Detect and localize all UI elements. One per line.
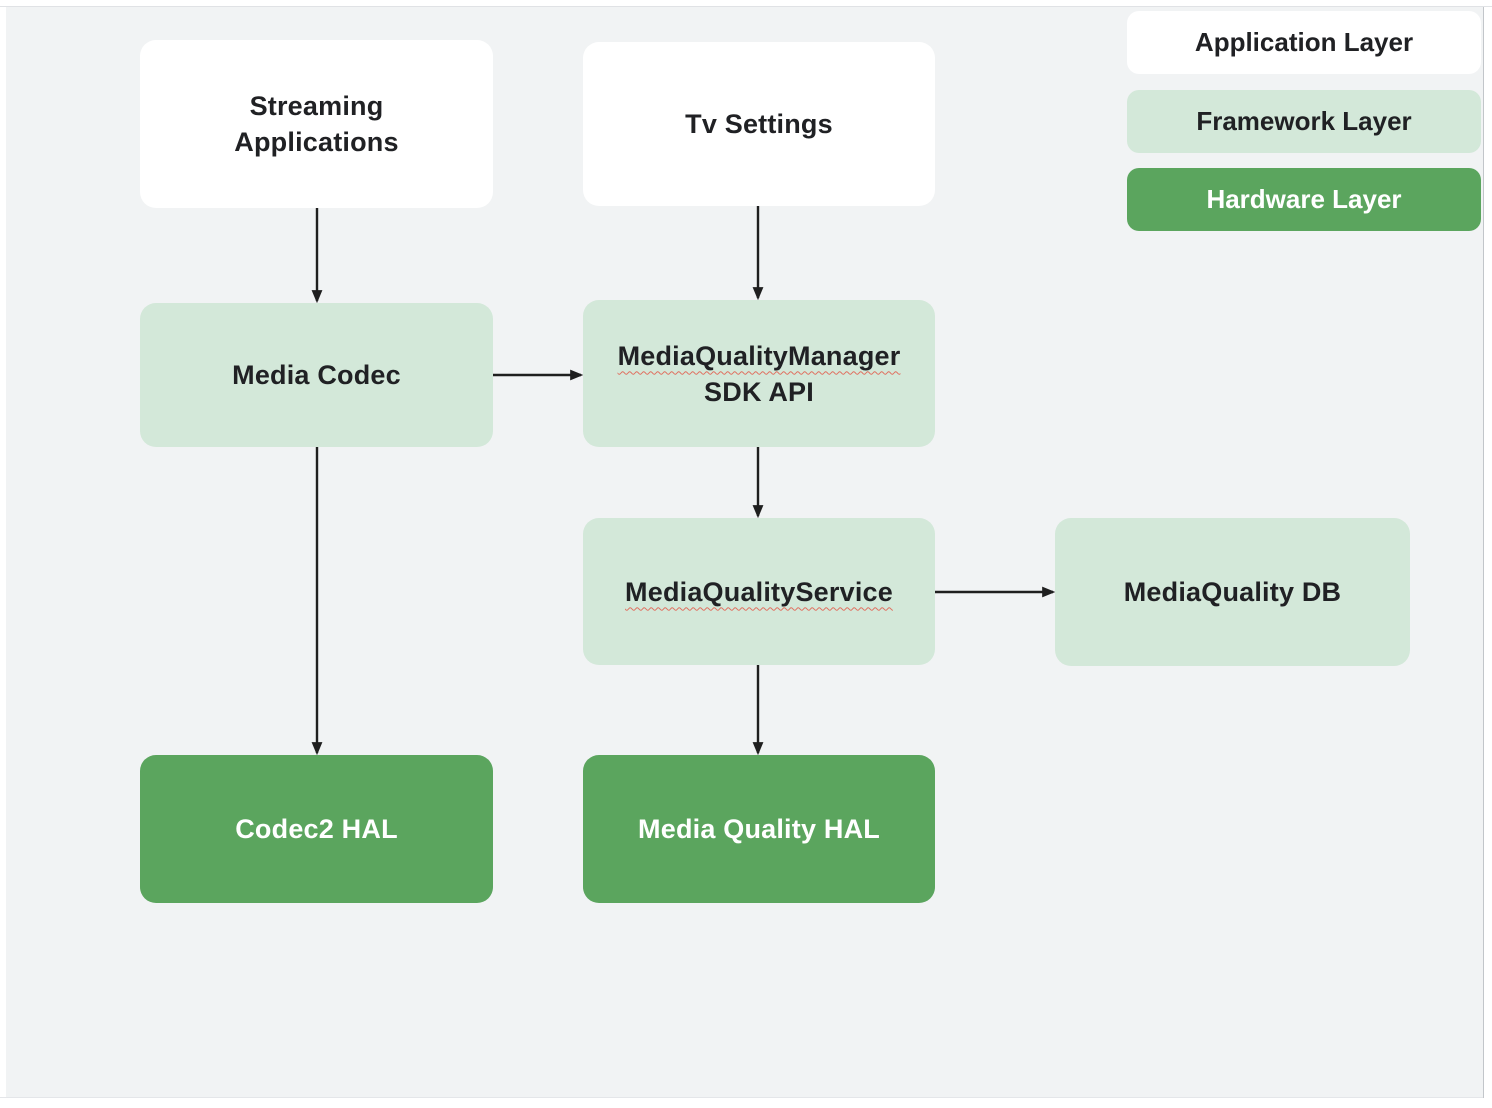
node-media-codec: Media Codec — [140, 303, 493, 447]
node-label-line1: MediaQualityManager — [617, 340, 901, 371]
page-right-border — [1483, 7, 1484, 1098]
node-label: Media Quality HAL — [638, 814, 880, 844]
node-mediaqualityservice: MediaQualityService — [583, 518, 935, 665]
node-mediaquality-db: MediaQuality DB — [1055, 518, 1410, 666]
node-tv-settings: Tv Settings — [583, 42, 935, 206]
node-codec2-hal: Codec2 HAL — [140, 755, 493, 903]
node-label: Tv Settings — [685, 109, 833, 139]
legend-framework-layer: Framework Layer — [1127, 90, 1481, 153]
legend-label: Application Layer — [1194, 27, 1414, 57]
node-streaming-applications: Streaming Applications — [140, 40, 493, 208]
node-label: Media Codec — [232, 360, 401, 390]
node-label-line2: SDK API — [704, 376, 814, 407]
page-top-border — [0, 6, 1492, 7]
page-bottom-border — [0, 1097, 1483, 1098]
node-label: Codec2 HAL — [235, 814, 398, 844]
legend-label: Framework Layer — [1196, 106, 1412, 136]
node-media-quality-hal: Media Quality HAL — [583, 755, 935, 903]
legend-hardware-layer: Hardware Layer — [1127, 168, 1481, 231]
node-label: Streaming Applications — [234, 91, 399, 157]
legend-label: Hardware Layer — [1206, 184, 1402, 214]
node-mediaqualitymanager-sdk-api: MediaQualityManager SDK API — [583, 300, 935, 447]
node-label: MediaQuality DB — [1123, 577, 1342, 607]
node-label: MediaQualityService — [625, 576, 893, 607]
legend-application-layer: Application Layer — [1127, 11, 1481, 74]
